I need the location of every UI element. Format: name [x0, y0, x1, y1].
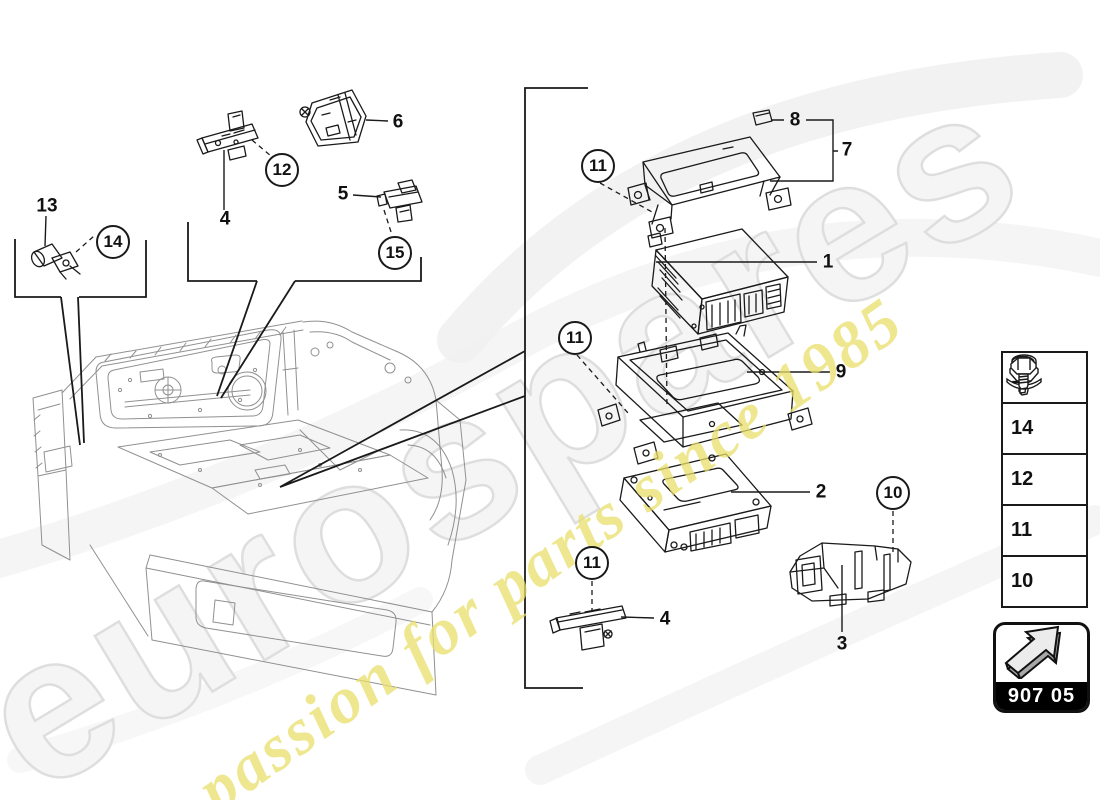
fastener-label: 14	[1011, 417, 1034, 439]
callout-label-4-bottom[interactable]: 4	[659, 608, 671, 630]
callout-leader-lines	[44, 119, 843, 632]
fastener-item-11[interactable]: 11	[1003, 361, 1086, 557]
callout-label-1[interactable]: 1	[822, 251, 834, 273]
callout-circle-15[interactable]: 15	[378, 236, 412, 270]
part-4-antenna-bracket-drawing	[549, 605, 627, 651]
callout-label-9[interactable]: 9	[835, 361, 847, 383]
callout-label-7[interactable]: 7	[841, 139, 853, 161]
part-9-mounting-frame-drawing	[597, 324, 813, 465]
callout-circle-11-top[interactable]: 11	[581, 149, 615, 183]
diagram-code-label: 907 05	[996, 682, 1087, 710]
callout-label-6[interactable]: 6	[392, 111, 404, 133]
fastener-label: 10	[1011, 570, 1034, 592]
fastener-legend-panel: 15 14	[1001, 351, 1088, 608]
callout-circle-12[interactable]: 12	[265, 153, 299, 187]
part-5-sensor-drawing	[376, 179, 423, 223]
part-4-antenna-amplifier-drawing	[196, 110, 259, 161]
fastener-item-10[interactable]: 10	[1003, 357, 1086, 606]
fastener-label: 12	[1011, 468, 1034, 490]
callout-circle-11-bottom[interactable]: 11	[575, 546, 609, 580]
callout-label-13[interactable]: 13	[36, 195, 58, 217]
fastener-item-14[interactable]: 14	[1003, 354, 1086, 455]
part-7-bracket-drawing	[627, 136, 792, 239]
part-8-clip-drawing	[752, 109, 773, 126]
callout-circle-10[interactable]: 10	[876, 476, 910, 510]
callout-brackets	[14, 87, 588, 689]
callout-label-4-top[interactable]: 4	[219, 208, 231, 230]
part-13-sensor-drawing	[30, 243, 81, 280]
callout-label-2[interactable]: 2	[815, 481, 827, 503]
part-1-control-unit-drawing	[647, 228, 789, 335]
part-2-media-unit-drawing	[619, 453, 772, 553]
callout-label-8[interactable]: 8	[789, 109, 801, 131]
car-body-drawing	[32, 320, 467, 696]
callout-circle-11-middle[interactable]: 11	[558, 321, 592, 355]
direction-arrow-icon	[1004, 625, 1062, 679]
diagram-code-box[interactable]: 907 05	[993, 622, 1090, 713]
fastener-item-12[interactable]: 12	[1003, 355, 1086, 506]
hex-flange-bolt-icon	[1009, 357, 1037, 390]
callout-circle-14[interactable]: 14	[96, 225, 130, 259]
callout-label-5[interactable]: 5	[337, 183, 349, 205]
fastener-label: 11	[1011, 519, 1033, 541]
callout-label-3[interactable]: 3	[836, 633, 848, 655]
part-3-module-drawing	[789, 542, 912, 607]
part-6-control-module-drawing	[299, 89, 367, 147]
